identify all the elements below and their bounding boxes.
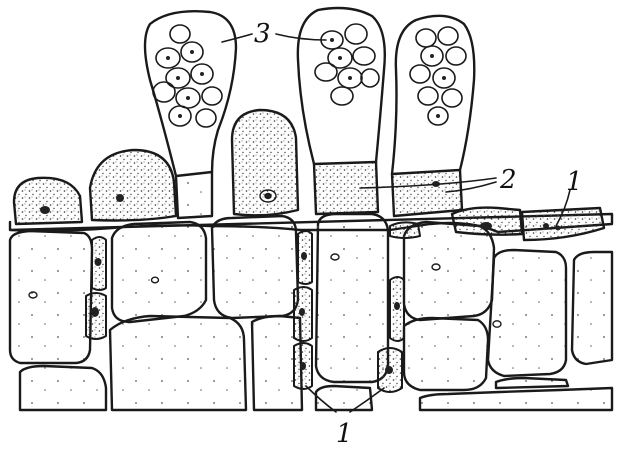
leader-3-left xyxy=(222,34,252,42)
parenchyma-cell xyxy=(488,250,566,376)
epidermal-cell xyxy=(176,172,212,218)
label-1-right: 1 xyxy=(566,167,583,197)
parenchyma-cell xyxy=(420,388,612,410)
epidermal-cell xyxy=(452,208,522,235)
gland-head-nuclei xyxy=(166,38,446,118)
parenchyma-cell xyxy=(404,318,488,390)
epidermal-cell xyxy=(392,170,462,216)
parenchyma-cell xyxy=(112,222,206,322)
parenchyma-cell xyxy=(20,366,106,410)
label-2: 2 xyxy=(499,165,517,195)
epidermis-row xyxy=(10,110,612,240)
gland-hair-middle xyxy=(298,8,385,164)
parenchyma-cell xyxy=(316,386,372,410)
parenchyma-cell xyxy=(10,231,92,363)
epidermal-cell xyxy=(14,178,82,224)
label-1-bottom: 1 xyxy=(336,419,353,449)
epidermal-cell xyxy=(232,110,298,215)
parenchyma-cell xyxy=(496,378,568,388)
epidermal-cell xyxy=(90,150,176,221)
glandular-hairs xyxy=(145,8,474,176)
parenchyma-cell xyxy=(572,252,612,364)
label-3: 3 xyxy=(254,19,271,49)
parenchyma-cell xyxy=(110,316,246,410)
leader-3-right xyxy=(276,34,326,40)
parenchyma-cell xyxy=(212,216,298,318)
